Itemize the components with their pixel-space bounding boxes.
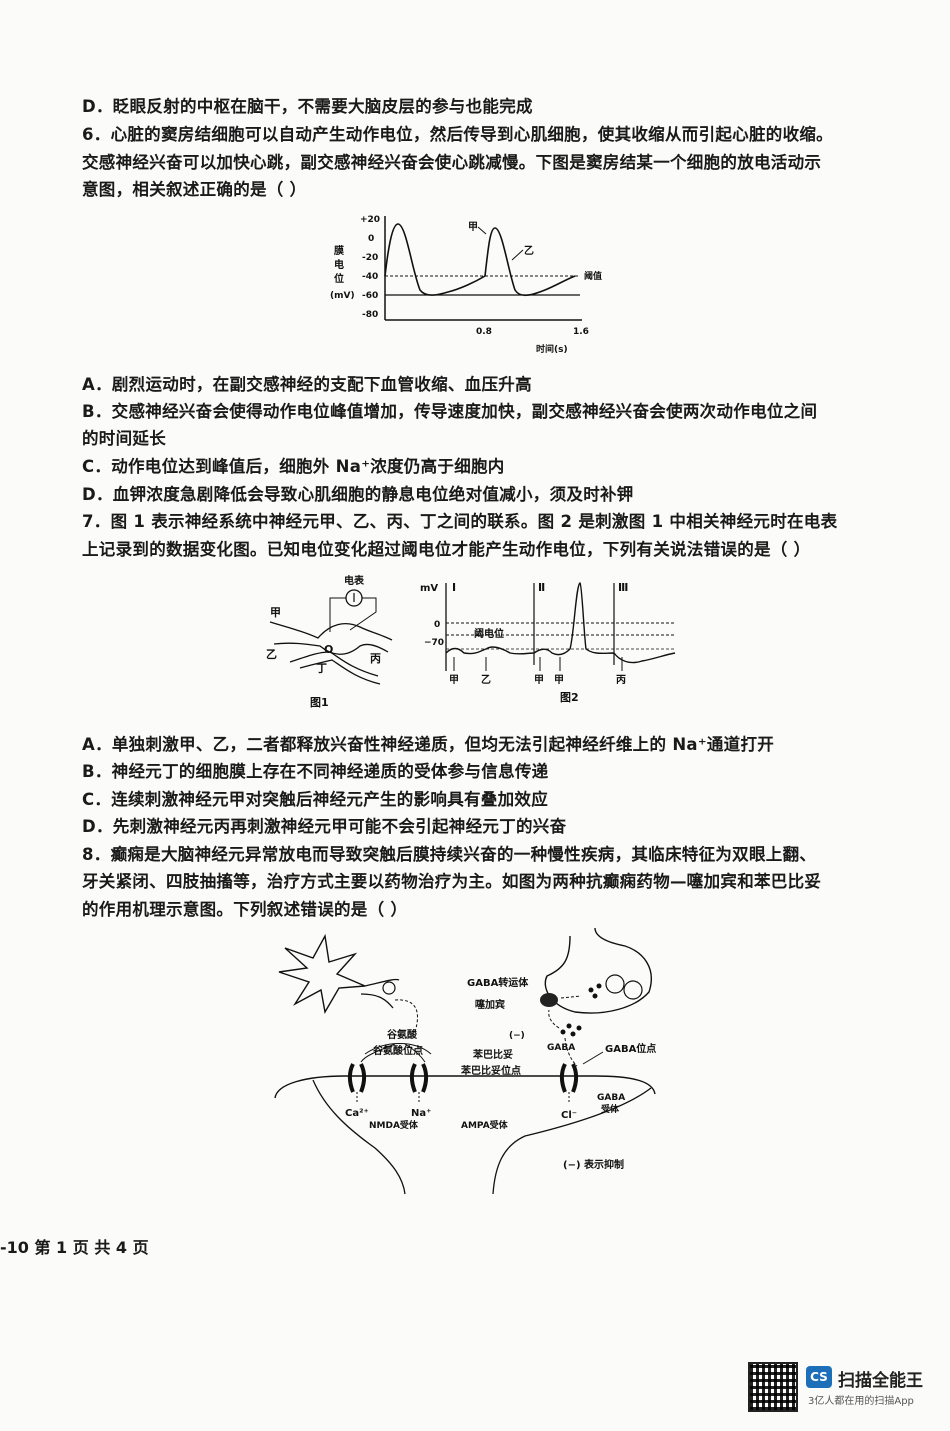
- label-threshold: 阈值: [584, 270, 602, 282]
- label-glutamate: 谷氨酸: [387, 1028, 418, 1041]
- label-bing-1: 丙: [370, 652, 381, 665]
- ytick-m40: -40: [362, 272, 378, 282]
- label-o: O: [324, 643, 333, 656]
- label-yi-1: 乙: [266, 648, 277, 661]
- camscanner-logo-icon: CS: [806, 1366, 832, 1388]
- fig2-caption: 图2: [560, 691, 579, 704]
- label-jia: 甲: [468, 221, 478, 233]
- question-6-line-3: 意图，相关叙述正确的是（ ）: [82, 180, 307, 199]
- figure-7-neurons: 电表 甲 乙 丙 丁 O 图1: [260, 572, 400, 712]
- option-6b-line-2: 的时间延长: [82, 429, 166, 448]
- ylabel-char-2: 电: [334, 258, 344, 271]
- question-8-line-2: 牙关紧闭、四肢抽搐等，治疗方式主要以药物治疗为主。如图为两种抗癫痫药物—噻加宾和…: [82, 872, 822, 891]
- page-footer: -10 第 1 页 共 4 页: [0, 1238, 149, 1257]
- stim-yi: 乙: [481, 674, 491, 686]
- camscanner-subtitle: 3亿人都在用的扫描App: [808, 1396, 914, 1407]
- roman-1: Ⅰ: [452, 581, 456, 594]
- question-8-line-3: 的作用机理示意图。下列叙述错误的是（ ）: [82, 900, 408, 919]
- question-7-line-2: 上记录到的数据变化图。已知电位变化超过阈电位才能产生动作电位，下列有关说法错误的…: [82, 540, 811, 559]
- label-ampa: AMPA受体: [461, 1119, 509, 1131]
- option-7b: B．神经元丁的细胞膜上存在不同神经递质的受体参与信息传递: [82, 762, 549, 781]
- scanner-watermark: CS 扫描全能王 3亿人都在用的扫描App: [748, 1362, 938, 1414]
- label-glutamate-site: 谷氨酸位点: [373, 1044, 423, 1057]
- option-5d: D．眨眼反射的中枢在脑干，不需要大脑皮层的参与也能完成: [82, 97, 533, 116]
- xtick-0-8: 0.8: [476, 327, 492, 337]
- label-gaba: GABA: [547, 1043, 575, 1053]
- label-cl: Cl⁻: [561, 1110, 577, 1121]
- option-6a: A．剧烈运动时，在副交感神经的支配下血管收缩、血压升高: [82, 375, 532, 394]
- figure-action-potential: 膜 电 位 (mV) +20 0 -20 -40 -60 -80 甲 乙 阈值 …: [330, 210, 620, 360]
- ytick-m60: -60: [362, 291, 378, 301]
- label-ding-1: 丁: [316, 662, 327, 675]
- option-6d: D．血钾浓度急剧降低会导致心肌细胞的静息电位绝对值减小，须及时补钾: [82, 485, 634, 504]
- qr-code-icon: [748, 1362, 798, 1412]
- roman-2: Ⅱ: [538, 581, 545, 594]
- question-6-line-1: 6．心脏的窦房结细胞可以自动产生动作电位，然后传导到心肌细胞，使其收缩从而引起心…: [82, 125, 833, 144]
- fig1-caption: 图1: [310, 696, 329, 709]
- ylabel-char-3: 位: [334, 272, 344, 285]
- ylabel-unit: (mV): [330, 291, 355, 301]
- figure-8-synapse: GABA转运体 噻加宾 (−) GABA 谷氨酸 谷氨酸位点 苯巴比妥 苯巴比妥…: [265, 927, 675, 1198]
- label-gaba-receptor-2: 受体: [601, 1103, 620, 1115]
- option-7c: C．连续刺激神经元甲对突触后神经元产生的影响具有叠加效应: [82, 790, 549, 809]
- label-tiagabine: 噻加宾: [475, 998, 505, 1011]
- label-nmda: NMDA受体: [369, 1119, 419, 1131]
- stim-jia-3: 甲: [554, 674, 564, 686]
- label-yi: 乙: [524, 245, 534, 257]
- label-legend: (−) 表示抑制: [563, 1158, 624, 1171]
- minus70-tick: −70: [424, 638, 444, 648]
- xtick-1-6: 1.6: [573, 327, 589, 337]
- ytick-m80: -80: [362, 310, 378, 320]
- option-7d: D．先刺激神经元丙再刺激神经元甲可能不会引起神经元丁的兴奋: [82, 817, 567, 836]
- label-inhibit-mark: (−): [509, 1031, 525, 1041]
- label-gaba-transporter: GABA转运体: [467, 976, 529, 989]
- label-phenobarbital: 苯巴比妥: [472, 1048, 513, 1061]
- figure-7-recording: mV Ⅰ Ⅱ Ⅲ 0 −70 阈电位 甲 乙 甲 甲 丙 图2: [420, 575, 685, 705]
- ylabel-char-1: 膜: [334, 244, 344, 257]
- stim-bing: 丙: [616, 674, 626, 686]
- question-7-line-1: 7．图 1 表示神经系统中神经元甲、乙、丙、丁之间的联系。图 2 是刺激图 1 …: [82, 512, 838, 531]
- ytick-0: 0: [368, 234, 374, 244]
- label-na: Na⁺: [411, 1108, 431, 1119]
- question-8-line-1: 8．癫痫是大脑神经元异常放电而导致突触后膜持续兴奋的一种慢性疾病，其临床特征为双…: [82, 845, 817, 864]
- camscanner-name: 扫描全能王: [838, 1371, 923, 1391]
- label-jia-1: 甲: [270, 606, 281, 619]
- label-ca: Ca²⁺: [345, 1108, 369, 1119]
- stim-jia-2: 甲: [534, 674, 544, 686]
- option-6c: C．动作电位达到峰值后，细胞外 Na⁺浓度仍高于细胞内: [82, 457, 505, 476]
- threshold-label: 阈电位: [474, 627, 504, 640]
- xlabel: 时间(s): [536, 343, 568, 355]
- roman-3: Ⅲ: [618, 581, 628, 594]
- label-gaba-site: GABA位点: [605, 1042, 656, 1055]
- meter-label: 电表: [344, 574, 365, 587]
- question-6-line-2: 交感神经兴奋可以加快心跳，副交感神经兴奋会使心跳减慢。下图是窦房结某一个细胞的放…: [82, 153, 822, 172]
- label-phenobarbital-site: 苯巴比妥位点: [460, 1064, 521, 1077]
- stim-jia-1: 甲: [449, 674, 459, 686]
- ytick-m20: -20: [362, 253, 378, 263]
- option-7a: A．单独刺激甲、乙，二者都释放兴奋性神经递质，但均无法引起神经纤维上的 Na⁺通…: [82, 735, 775, 754]
- option-6b-line-1: B．交感神经兴奋会使得动作电位峰值增加，传导速度加快，副交感神经兴奋会使两次动作…: [82, 402, 818, 421]
- mv-label: mV: [420, 583, 438, 594]
- ytick-p20: +20: [360, 215, 380, 225]
- zero-tick: 0: [434, 620, 440, 630]
- label-gaba-receptor-1: GABA: [597, 1093, 625, 1103]
